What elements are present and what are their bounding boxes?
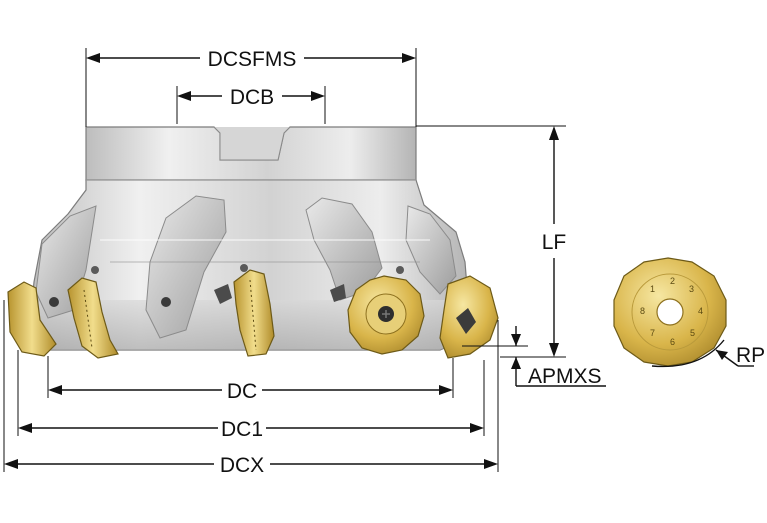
insert-detail-hole [656, 298, 684, 326]
insert-right-recess [456, 308, 476, 334]
screw-hole [396, 266, 404, 274]
dimensions: DCSFMS DCB LF APMXS DC [3, 48, 606, 477]
insert-wedge [214, 284, 232, 304]
insert-edge-3 [233, 269, 275, 357]
dc1-arrow-right [470, 423, 484, 433]
insert-edge-2 [67, 277, 119, 359]
dcx-label: DCX [220, 454, 264, 477]
dcb-arrow-left [177, 91, 191, 101]
dcb-label: DCB [230, 86, 274, 109]
insert-edge-number: 1 [650, 284, 655, 294]
insert-serration [249, 279, 257, 351]
dc1-arrow-left [18, 423, 32, 433]
dcx-arrow-right [484, 459, 498, 469]
insert-edge-number: 7 [650, 328, 655, 338]
dc-arrow-right [439, 385, 453, 395]
screw-torx-icon [382, 310, 390, 318]
rp-arc [651, 339, 725, 368]
lf-arrow-bottom [549, 343, 559, 357]
insert-edge-number: 4 [698, 306, 703, 316]
screw-hole [161, 297, 171, 307]
insert-detail: 1 2 3 4 5 6 7 8 RP [613, 257, 765, 368]
lf-arrow-top [549, 126, 559, 140]
screw-hole [240, 264, 248, 272]
insert-edge-number: 3 [689, 284, 694, 294]
keyway-slot [213, 126, 291, 161]
insert-detail-ring [631, 273, 709, 351]
dc-label: DC [227, 380, 257, 403]
insert-wedge [330, 284, 346, 302]
screw-hole [49, 297, 59, 307]
insert-front [347, 275, 425, 355]
dcsfms-label: DCSFMS [208, 48, 297, 71]
dc-arrow-left [48, 385, 62, 395]
dcsfms-arrow-right [402, 53, 416, 63]
screw-hole [91, 266, 99, 274]
insert-edge-number: 5 [690, 328, 695, 338]
dc1-label: DC1 [221, 418, 263, 441]
apmxs-arrow-top [511, 334, 521, 346]
insert-left [7, 281, 57, 357]
dcx-arrow-left [4, 459, 18, 469]
dcb-arrow-right [311, 91, 325, 101]
insert-edge-number: 8 [640, 306, 645, 316]
apmxs-arrow-bottom [511, 357, 521, 369]
cutter-inserts [7, 269, 499, 359]
dcsfms-arrow-left [86, 53, 100, 63]
insert-edge-number: 2 [670, 276, 675, 286]
lf-label: LF [542, 231, 567, 254]
apmxs-label: APMXS [528, 365, 602, 388]
rp-arrowhead [716, 350, 728, 360]
rp-label: RP [736, 344, 765, 367]
insert-edge-number: 6 [670, 337, 675, 347]
